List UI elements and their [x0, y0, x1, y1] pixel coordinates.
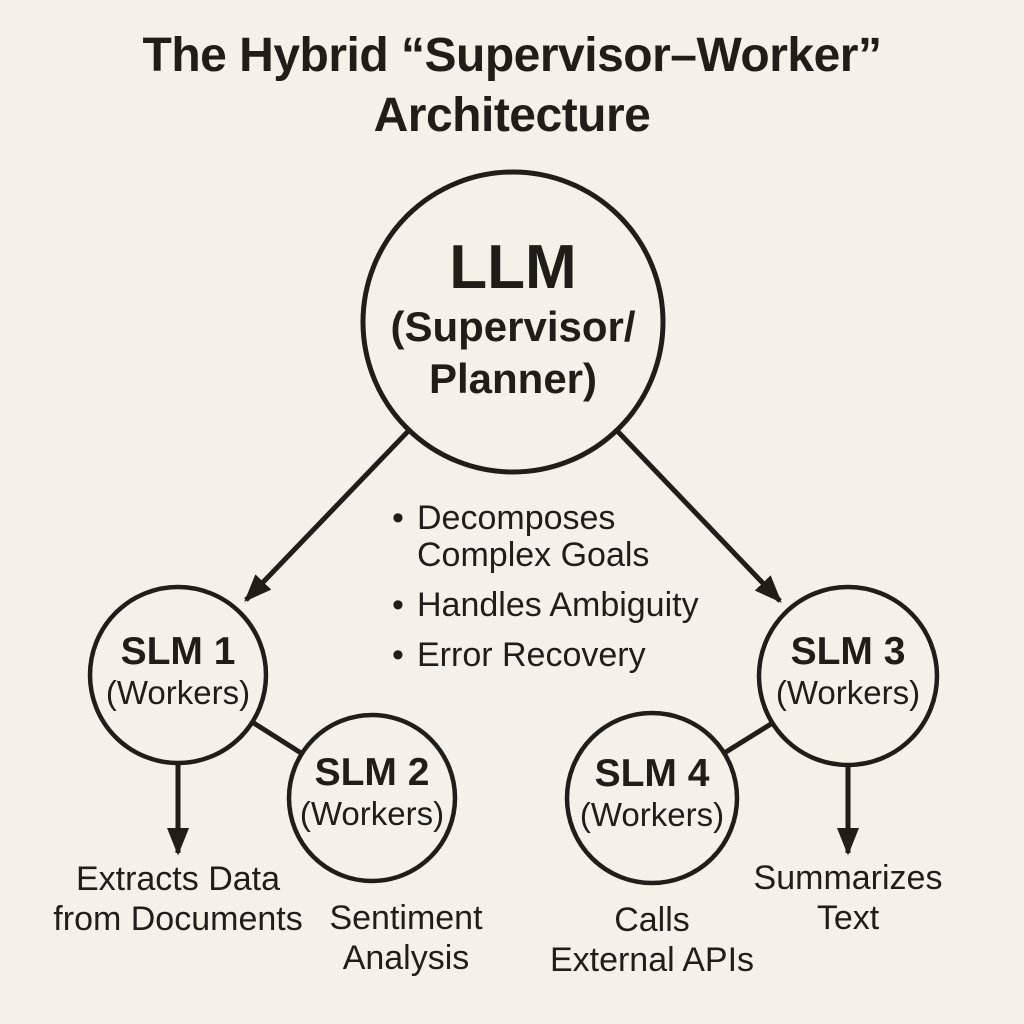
- slm2-node-circle: [286, 712, 458, 884]
- capability-text: Decomposes Complex Goals: [417, 499, 650, 574]
- llm-name: LLM: [449, 233, 577, 302]
- capability-item: • Handles Ambiguity: [392, 587, 699, 624]
- slm3-node-label: SLM 3 (Workers): [776, 630, 920, 712]
- slm3-name: SLM 3: [790, 630, 906, 673]
- slm4-name: SLM 4: [594, 752, 710, 795]
- slm3-task-label: Summarizes Text: [753, 859, 943, 937]
- slm1-node-label: SLM 1 (Workers): [106, 630, 250, 712]
- slm1-name: SLM 1: [120, 630, 236, 673]
- capability-item: • Error Recovery: [392, 637, 699, 674]
- slm3-node-circle: [756, 584, 940, 768]
- slm4-task-label: Calls External APIs: [549, 901, 755, 979]
- slm4-node-circle: [564, 710, 740, 886]
- supervisor-capabilities-list: • Decomposes Complex Goals • Handles Amb…: [392, 500, 699, 687]
- slm4-role: (Workers): [579, 796, 725, 833]
- slm2-task-label: Sentiment Analysis: [329, 899, 483, 977]
- slm2-role: (Workers): [299, 795, 445, 832]
- slm1-task-label: Extracts Data from Documents: [53, 860, 303, 938]
- slm4-node-label: SLM 4 (Workers): [580, 752, 724, 834]
- bullet-icon: •: [392, 499, 404, 537]
- diagram-title: The Hybrid “Supervisor–Worker” Architect…: [142, 29, 882, 142]
- bullet-icon: •: [392, 636, 404, 674]
- slm2-name: SLM 2: [314, 751, 430, 794]
- llm-node-circle: [360, 169, 666, 475]
- capability-text: Error Recovery: [417, 636, 646, 674]
- llm-role: (Supervisor/ Planner): [390, 303, 636, 402]
- slm3-role: (Workers): [775, 674, 921, 711]
- bullet-icon: •: [392, 586, 404, 624]
- slm1-role: (Workers): [105, 674, 251, 711]
- capability-text: Handles Ambiguity: [417, 586, 699, 624]
- capability-item: • Decomposes Complex Goals: [392, 500, 699, 574]
- slm1-node-circle: [87, 584, 269, 766]
- llm-node-label: LLM (Supervisor/ Planner): [390, 235, 635, 405]
- slm2-node-label: SLM 2 (Workers): [300, 751, 444, 833]
